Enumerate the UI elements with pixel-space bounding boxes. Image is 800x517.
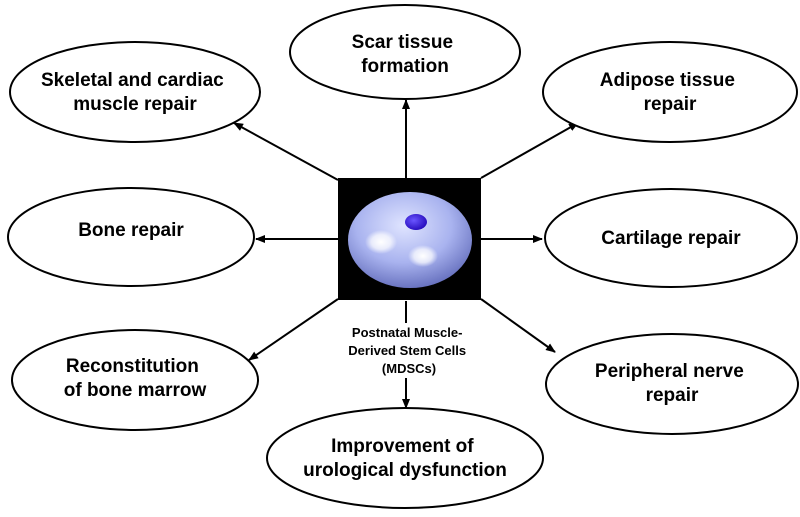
outcome-scar-tissue: Scar tissue formation [289,4,521,100]
outcome-label: Scar tissue formation [352,32,459,77]
outcome-ellipse [266,407,544,509]
center-caption-line-1: Postnatal Muscle- [352,325,463,340]
outcome-label-line: Bone repair [78,220,184,241]
center-caption-line-3: (MDSCs) [382,361,436,376]
arrow-to-peripheral-nerve [480,298,556,353]
outcome-label-line: Improvement of [331,436,474,457]
outcome-label: Bone repair [78,220,184,241]
outcome-label: Peripheral nerve repair [595,361,749,406]
outcome-bone-marrow: Reconstitution of bone marrow [11,329,259,431]
arrow-to-skeletal-cardiac [233,122,339,181]
arrow-to-bone-marrow [248,298,339,361]
outcome-label-line: repair [644,94,697,115]
outcome-ellipse [542,41,798,143]
outcome-label-line: Scar tissue [352,32,453,53]
center-caption-line-2: Derived Stem Cells [348,343,466,358]
outcome-label: Reconstitution of bone marrow [64,356,207,401]
arrows [233,99,579,409]
cell-nucleus [405,214,427,230]
center-cell-panel [338,178,481,300]
outcome-adipose-tissue: Adipose tissue repair [542,41,798,143]
outcome-ellipse [9,41,261,143]
outcome-label-line: Reconstitution [66,356,199,377]
outcome-ellipse [289,4,521,100]
cell-highlight-left [365,230,397,254]
outcome-ellipse [544,188,798,288]
outcome-label-line: urological dysfunction [303,460,507,481]
outcome-label: Improvement of urological dysfunction [303,436,507,481]
outcome-label-line: muscle repair [73,94,197,115]
outcome-label-line: of bone marrow [64,380,207,401]
outcome-urological-dysfunction: Improvement of urological dysfunction [266,407,544,509]
stem-cell-body [348,192,472,288]
outcome-cartilage-repair: Cartilage repair [544,188,798,288]
cell-highlight-right [408,245,438,267]
outcome-label-line: Skeletal and cardiac [41,70,224,91]
outcome-label: Skeletal and cardiac muscle repair [41,70,229,115]
outcome-skeletal-cardiac-muscle: Skeletal and cardiac muscle repair [9,41,261,143]
outcome-label: Adipose tissue repair [600,70,740,115]
arrow-to-adipose [480,122,579,179]
outcome-label-line: Peripheral nerve [595,361,744,382]
outcome-label-line: Cartilage repair [601,228,741,249]
outcome-ellipse [7,187,255,287]
outcome-ellipse [545,333,799,435]
outcome-label-line: repair [646,385,699,406]
outcome-label-line: Adipose tissue [600,70,735,91]
outcome-ellipse [11,329,259,431]
center-caption: Postnatal Muscle- Derived Stem Cells (MD… [348,325,469,376]
outcome-label-line: formation [361,56,449,77]
outcome-label: Cartilage repair [601,228,741,249]
outcome-bone-repair: Bone repair [7,187,255,287]
outcome-peripheral-nerve: Peripheral nerve repair [545,333,799,435]
